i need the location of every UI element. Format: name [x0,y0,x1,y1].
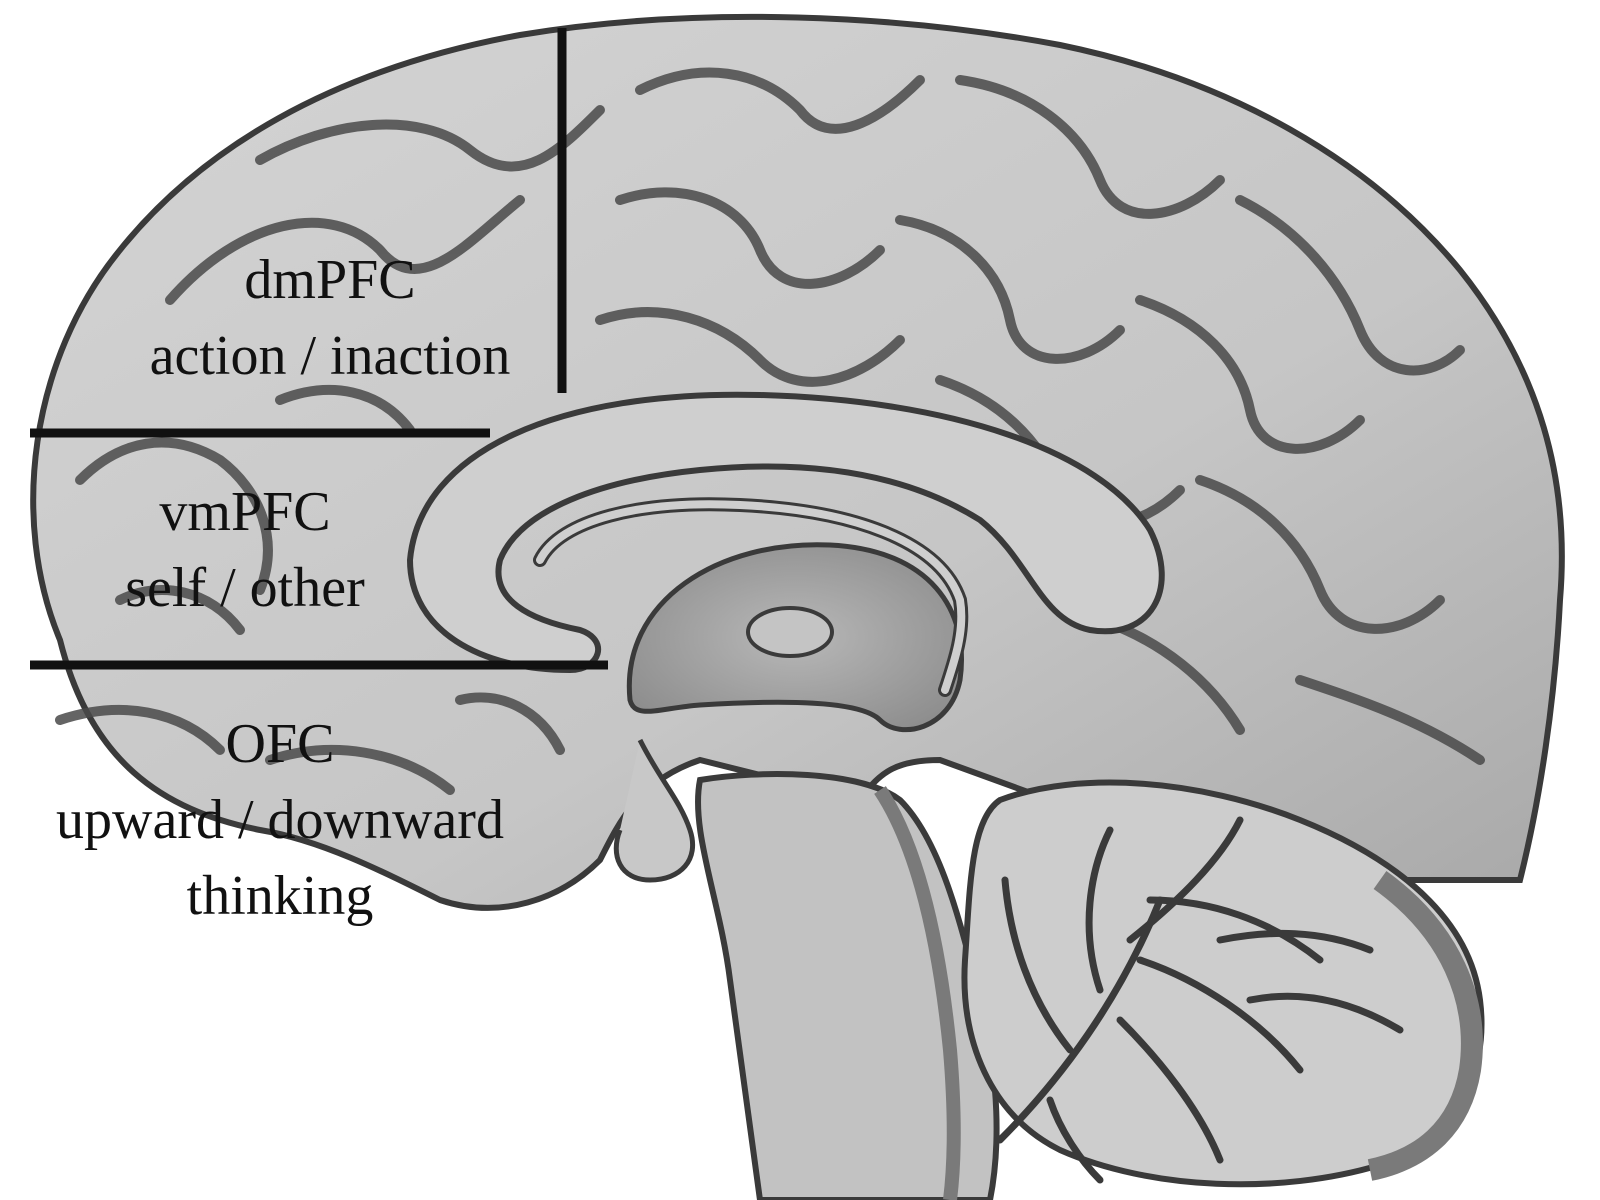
region-name-vmpfc: vmPFC [159,481,331,543]
pituitary-stalk [613,738,696,883]
arbor-vitae [996,816,1404,1184]
label-vmpfc: vmPFC self / other [90,474,400,626]
brainstem-shade [874,786,961,1200]
region-function-dmpfc: action / inaction [149,325,511,387]
region-function-vmpfc: self / other [125,557,365,619]
fornix-inner [536,500,966,694]
label-ofc: OFC upward / downward thinking [10,706,550,934]
region-name-ofc: OFC [225,713,335,775]
interthalamic-adhesion [746,606,834,658]
label-dmpfc: dmPFC action / inaction [110,242,550,394]
region-function-ofc-extra: thinking [186,865,374,927]
corpus-callosum [406,391,1165,674]
region-function-ofc: upward / downward [56,789,504,851]
region-name-dmpfc: dmPFC [244,249,416,311]
cerebellum-rim [1367,871,1483,1181]
